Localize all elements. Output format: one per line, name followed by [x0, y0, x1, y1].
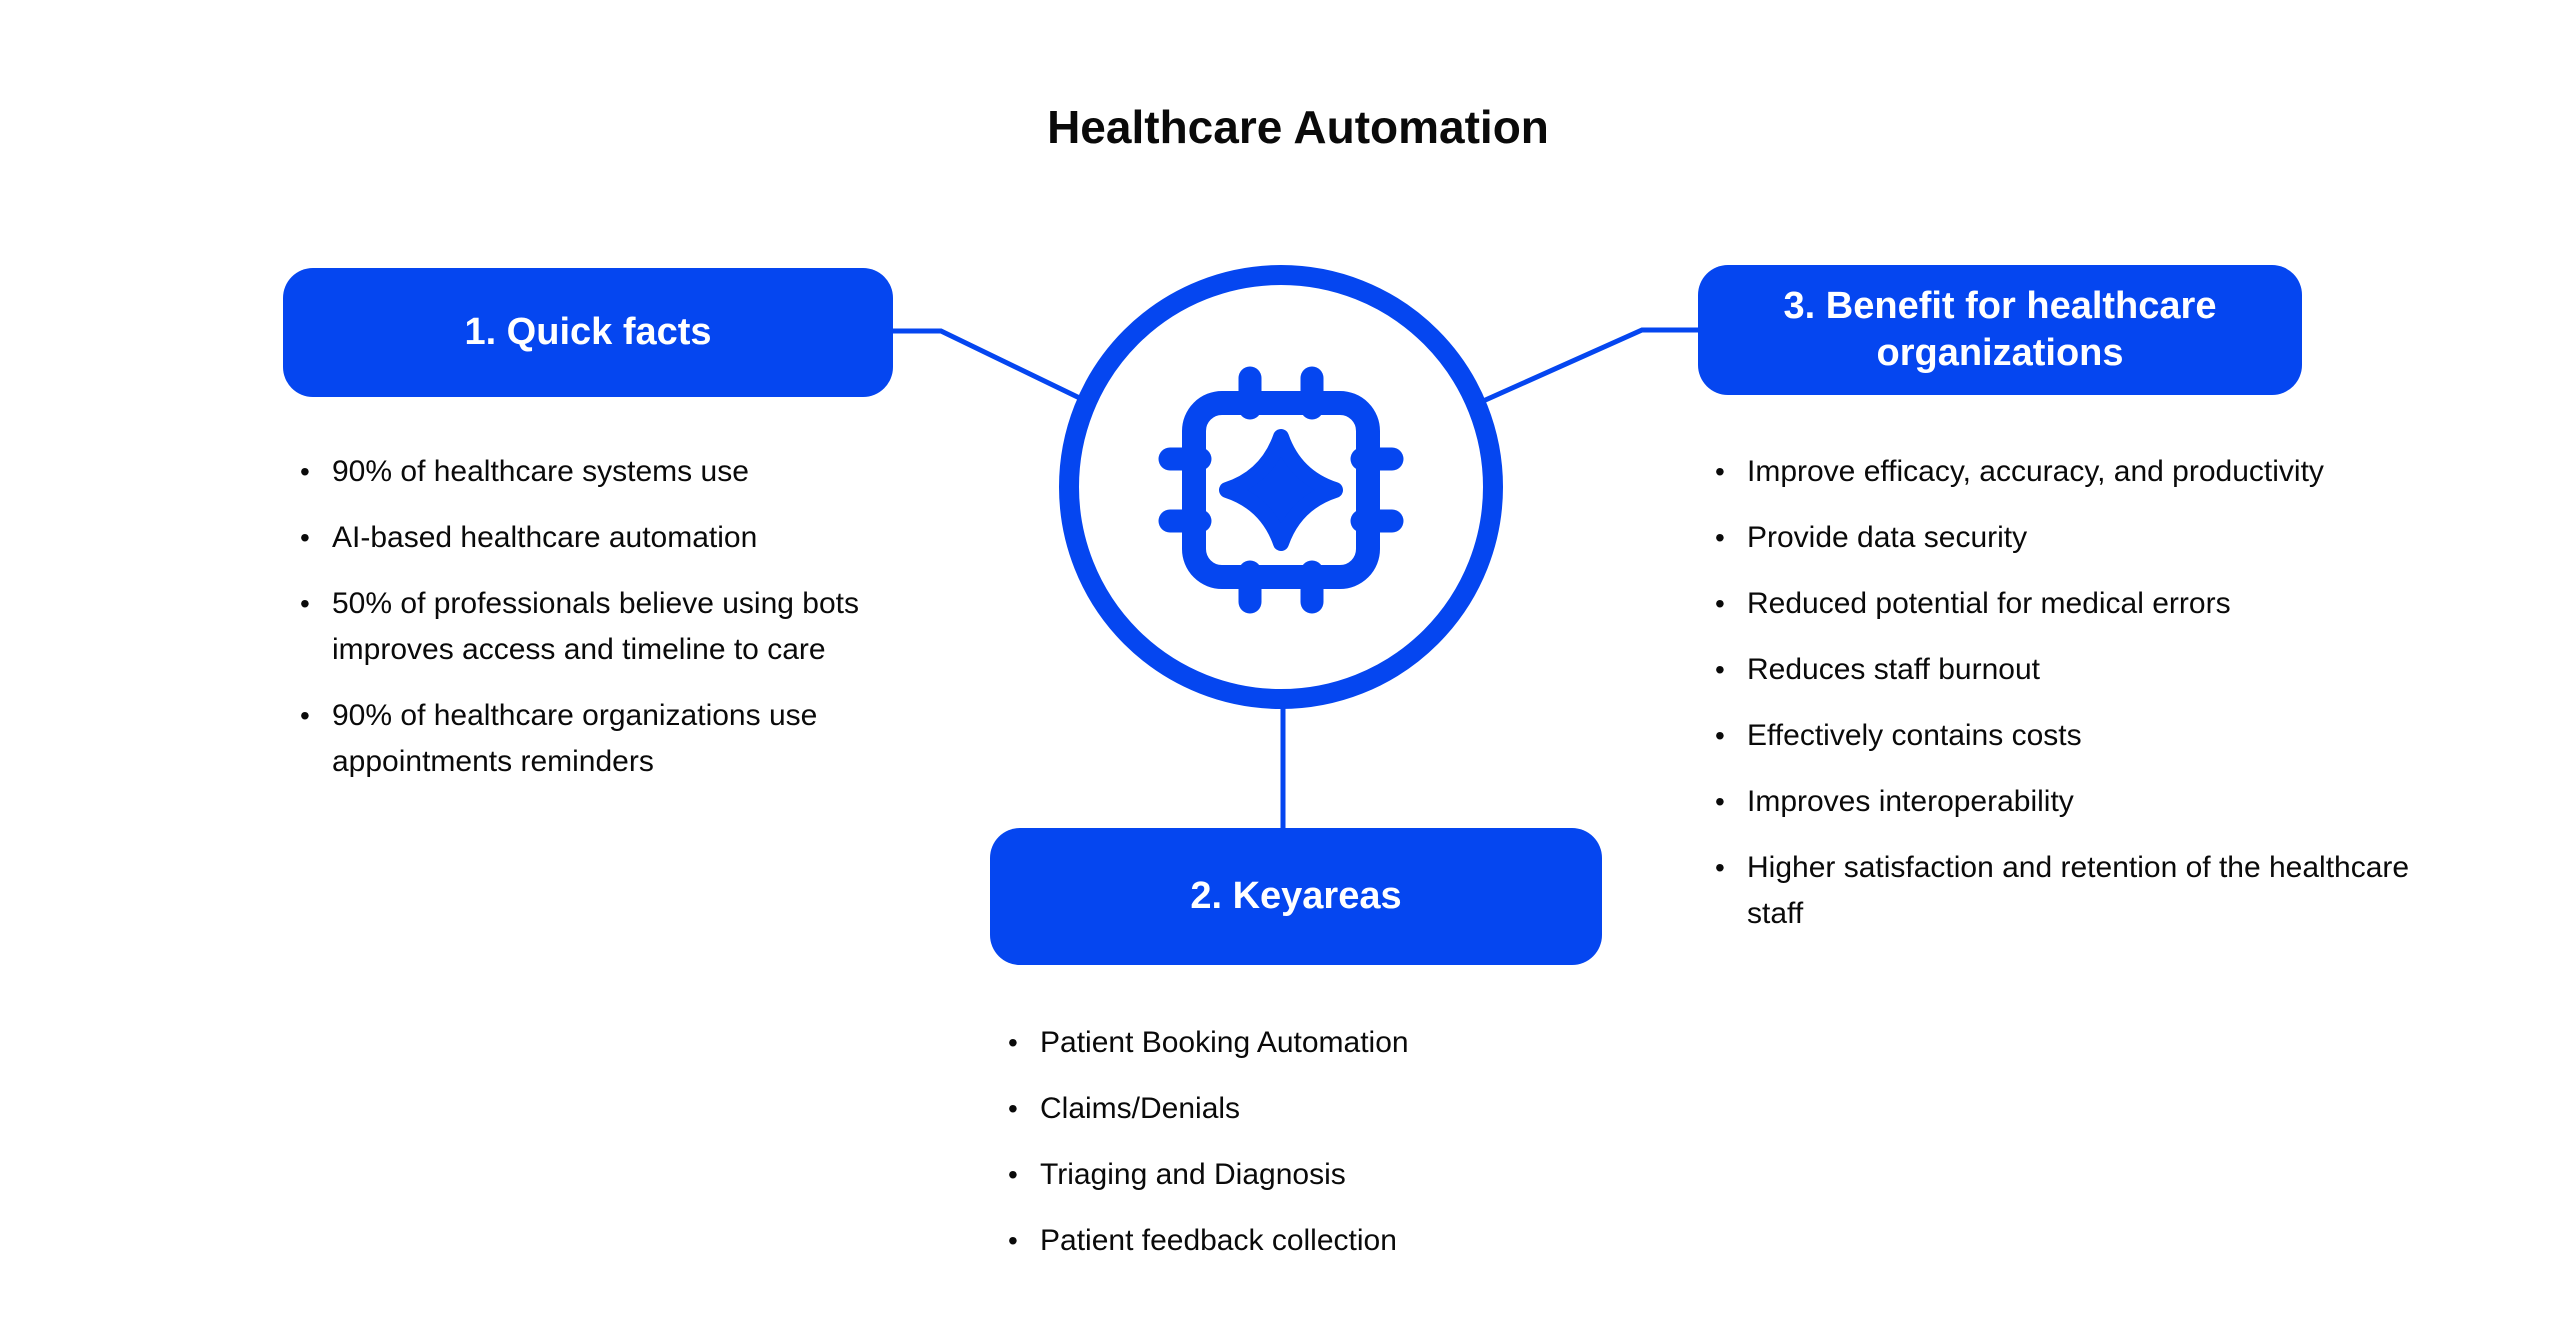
list-item: 50% of professionals believe using bots … — [298, 581, 898, 673]
list-item: Patient Booking Automation — [1006, 1020, 1526, 1066]
section-label-text: 1. Quick facts — [464, 311, 712, 353]
section-label-benefits: 3. Benefit for healthcare organizations — [1698, 265, 2302, 395]
key-areas-list: Patient Booking AutomationClaims/Denials… — [1006, 1020, 1526, 1284]
list-item: Provide data security — [1713, 515, 2433, 561]
connector-benefits — [1470, 327, 1700, 409]
section-label-key-areas: 2. Keyareas — [990, 828, 1602, 965]
list-item: Improve efficacy, accuracy, and producti… — [1713, 449, 2433, 495]
ai-chip-icon — [1158, 366, 1404, 614]
list-item: Reduces staff burnout — [1713, 647, 2433, 693]
list-item: 90% of healthcare systems use — [298, 449, 898, 495]
list-item: Higher satisfaction and retention of the… — [1713, 845, 2433, 937]
list-item: Triaging and Diagnosis — [1006, 1152, 1526, 1198]
page-title: Healthcare Automation — [1047, 101, 1549, 153]
list-item: 90% of healthcare organizations use appo… — [298, 693, 898, 785]
central-circle — [1059, 265, 1503, 709]
central-node — [1059, 265, 1503, 709]
list-item: Improves interoperability — [1713, 779, 2433, 825]
section-label-text: 3. Benefit for healthcare organizations — [1783, 285, 2217, 374]
list-item: Reduced potential for medical errors — [1713, 581, 2433, 627]
list-item: Claims/Denials — [1006, 1086, 1526, 1132]
list-item: AI-based healthcare automation — [298, 515, 898, 561]
sparkle-icon — [1219, 429, 1343, 551]
quick-facts-list: 90% of healthcare systems useAI-based he… — [298, 449, 898, 805]
benefits-list: Improve efficacy, accuracy, and producti… — [1713, 449, 2433, 957]
section-label-text: 2. Keyareas — [1190, 875, 1402, 917]
connector-quick-facts — [893, 328, 1094, 407]
section-label-quick-facts: 1. Quick facts — [283, 268, 893, 397]
list-item: Effectively contains costs — [1713, 713, 2433, 759]
list-item: Patient feedback collection — [1006, 1218, 1526, 1264]
